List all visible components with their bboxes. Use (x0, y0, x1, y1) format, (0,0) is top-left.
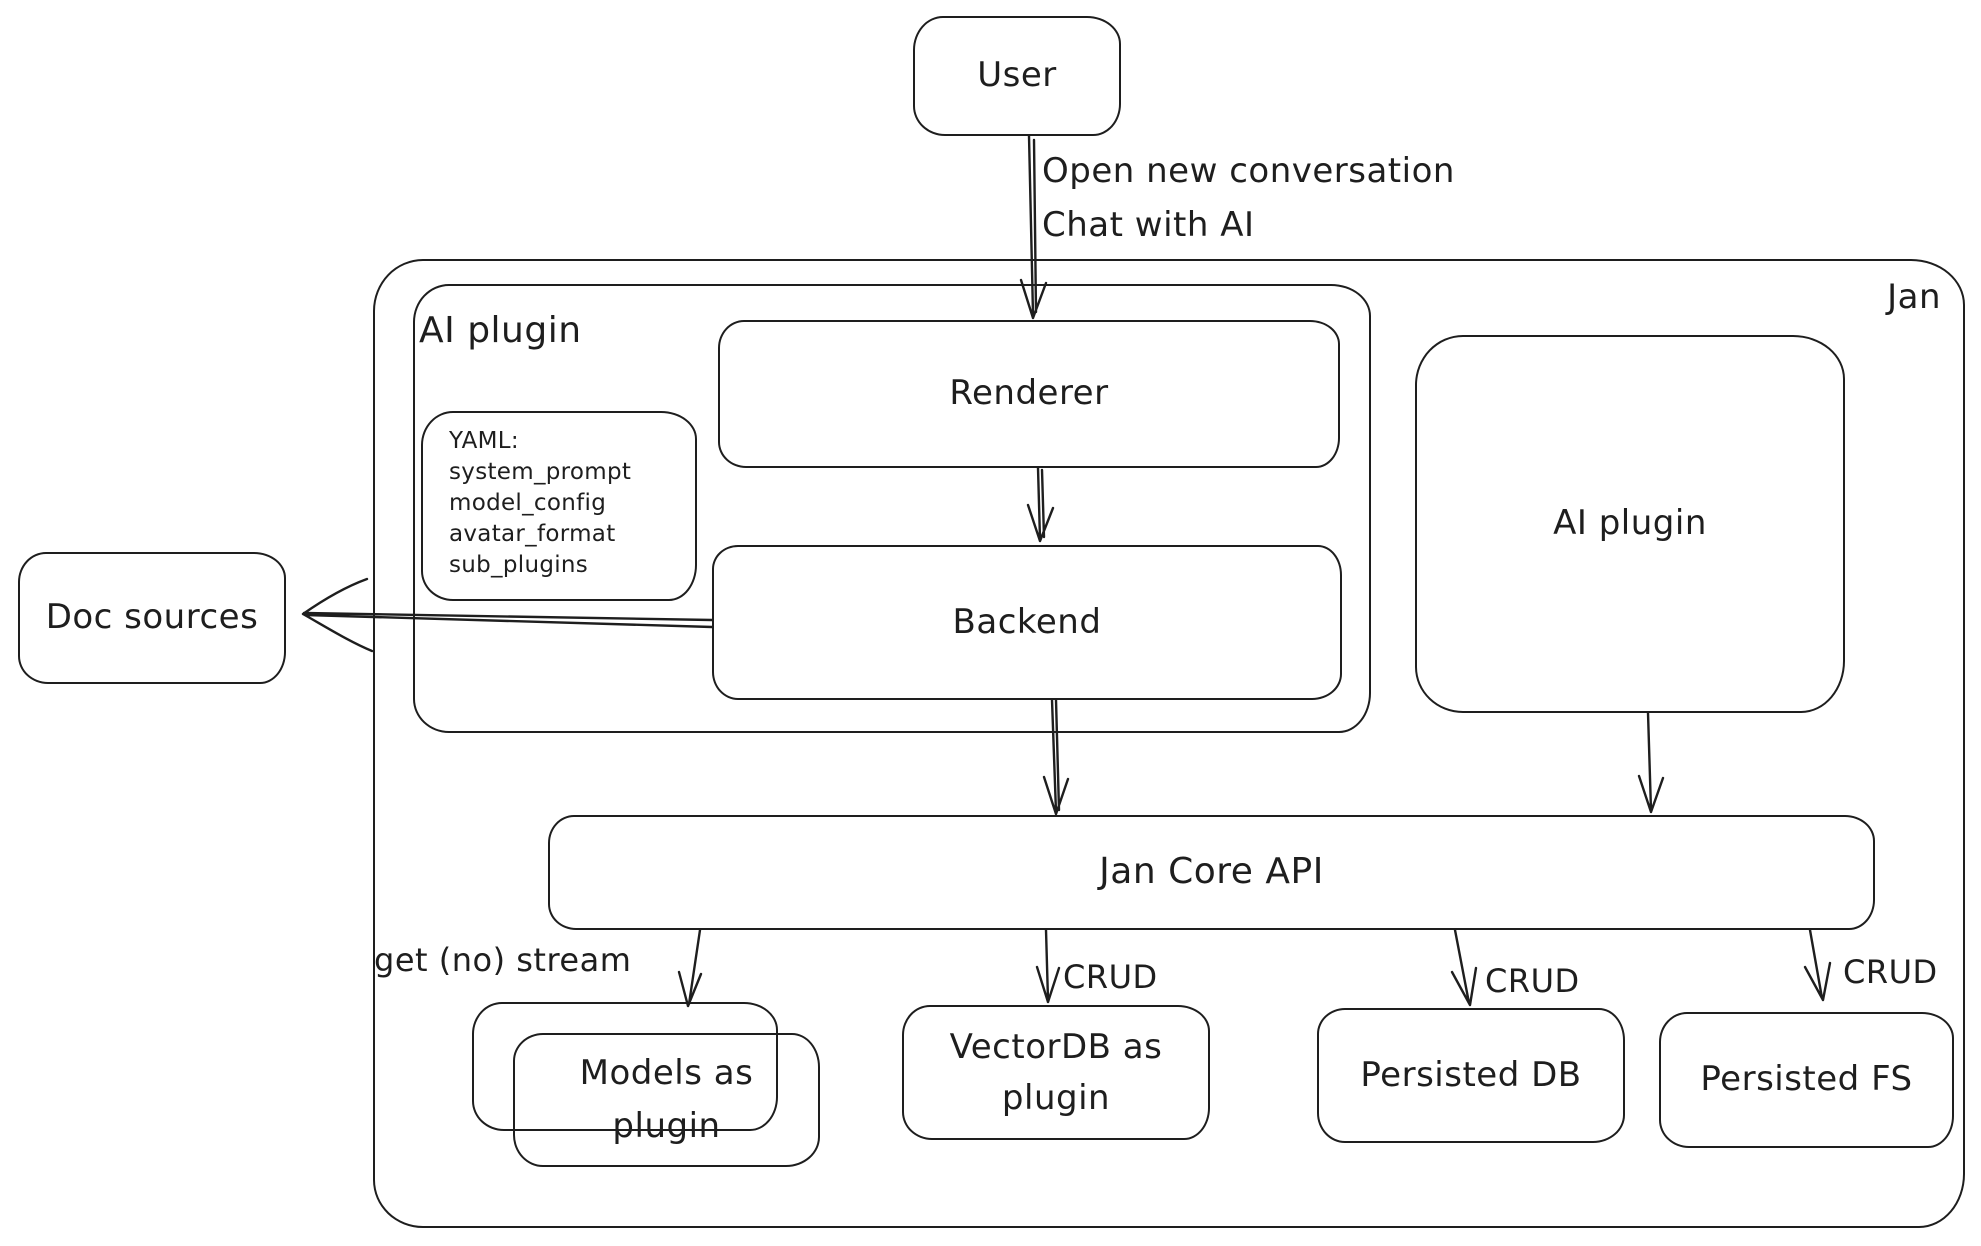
persisted-db-node[interactable]: Persisted DB (1317, 1008, 1625, 1143)
vector-db-node[interactable]: VectorDB as plugin (902, 1005, 1210, 1140)
renderer-node[interactable]: Renderer (718, 320, 1340, 468)
arrow-backend-to-jan-core[interactable] (1042, 698, 1070, 816)
edge-label-get-no-stream: get (no) stream (374, 941, 632, 979)
yaml-note-text: YAML: system_prompt model_config avatar_… (449, 426, 631, 581)
doc-sources-node[interactable]: Doc sources (18, 552, 286, 684)
yaml-line: model_config (449, 490, 607, 516)
backend-node-label: Backend (952, 601, 1102, 642)
edge-label-line: Open new conversation (1042, 151, 1455, 191)
jan-core-api-label: Jan Core API (1099, 851, 1324, 893)
user-node-label: User (977, 55, 1057, 96)
arrow-jan-core-to-persisted-fs[interactable] (1803, 928, 1832, 1002)
renderer-node-label: Renderer (949, 373, 1109, 414)
yaml-note-node[interactable]: YAML: system_prompt model_config avatar_… (421, 411, 697, 601)
user-node[interactable]: User (913, 16, 1121, 136)
arrow-user-to-renderer[interactable] (1019, 134, 1048, 320)
models-as-plugin-node[interactable]: Models as plugin (513, 1033, 820, 1167)
models-as-plugin-label: Models as plugin (579, 1053, 754, 1146)
ai-plugin-container-box[interactable]: AI plugin (413, 284, 1371, 733)
arrow-renderer-to-backend[interactable] (1026, 466, 1055, 543)
yaml-line: sub_plugins (449, 552, 589, 578)
ai-plugin-right-node[interactable]: AI plugin (1415, 335, 1845, 713)
jan-container-box[interactable]: Jan (373, 259, 1965, 1228)
ai-plugin-right-label: AI plugin (1553, 503, 1707, 544)
yaml-line: YAML: (449, 428, 519, 454)
jan-container-label: Jan (1887, 277, 1941, 317)
edge-label-crud-vectordb: CRUD (1063, 958, 1158, 996)
arrow-jan-core-to-vectordb[interactable] (1035, 928, 1061, 1004)
yaml-line: avatar_format (449, 521, 616, 547)
ai-plugin-container-label: AI plugin (419, 310, 582, 351)
vector-db-label: VectorDB as plugin (949, 1026, 1163, 1118)
edge-label-crud-persisted-fs: CRUD (1843, 953, 1938, 991)
models-as-plugin-back-box[interactable] (472, 1002, 778, 1131)
doc-sources-label: Doc sources (45, 597, 259, 638)
edge-label-open-conversation: Open new conversation Chat with AI (1042, 144, 1455, 252)
persisted-fs-node[interactable]: Persisted FS (1659, 1012, 1954, 1148)
edge-label-crud-persisted-db: CRUD (1485, 962, 1580, 1000)
edge-label-line: Chat with AI (1042, 205, 1255, 245)
persisted-db-label: Persisted DB (1360, 1054, 1582, 1095)
persisted-fs-label: Persisted FS (1700, 1059, 1913, 1100)
arrow-ai-plugin-to-jan-core[interactable] (1637, 711, 1665, 814)
yaml-line: system_prompt (449, 459, 632, 485)
arrow-backend-to-doc-sources[interactable] (301, 577, 714, 653)
arrow-jan-core-to-models[interactable] (677, 928, 703, 1008)
backend-node[interactable]: Backend (712, 545, 1342, 700)
arrow-jan-core-to-persisted-db[interactable] (1450, 928, 1478, 1007)
jan-core-api-node[interactable]: Jan Core API (548, 815, 1875, 930)
